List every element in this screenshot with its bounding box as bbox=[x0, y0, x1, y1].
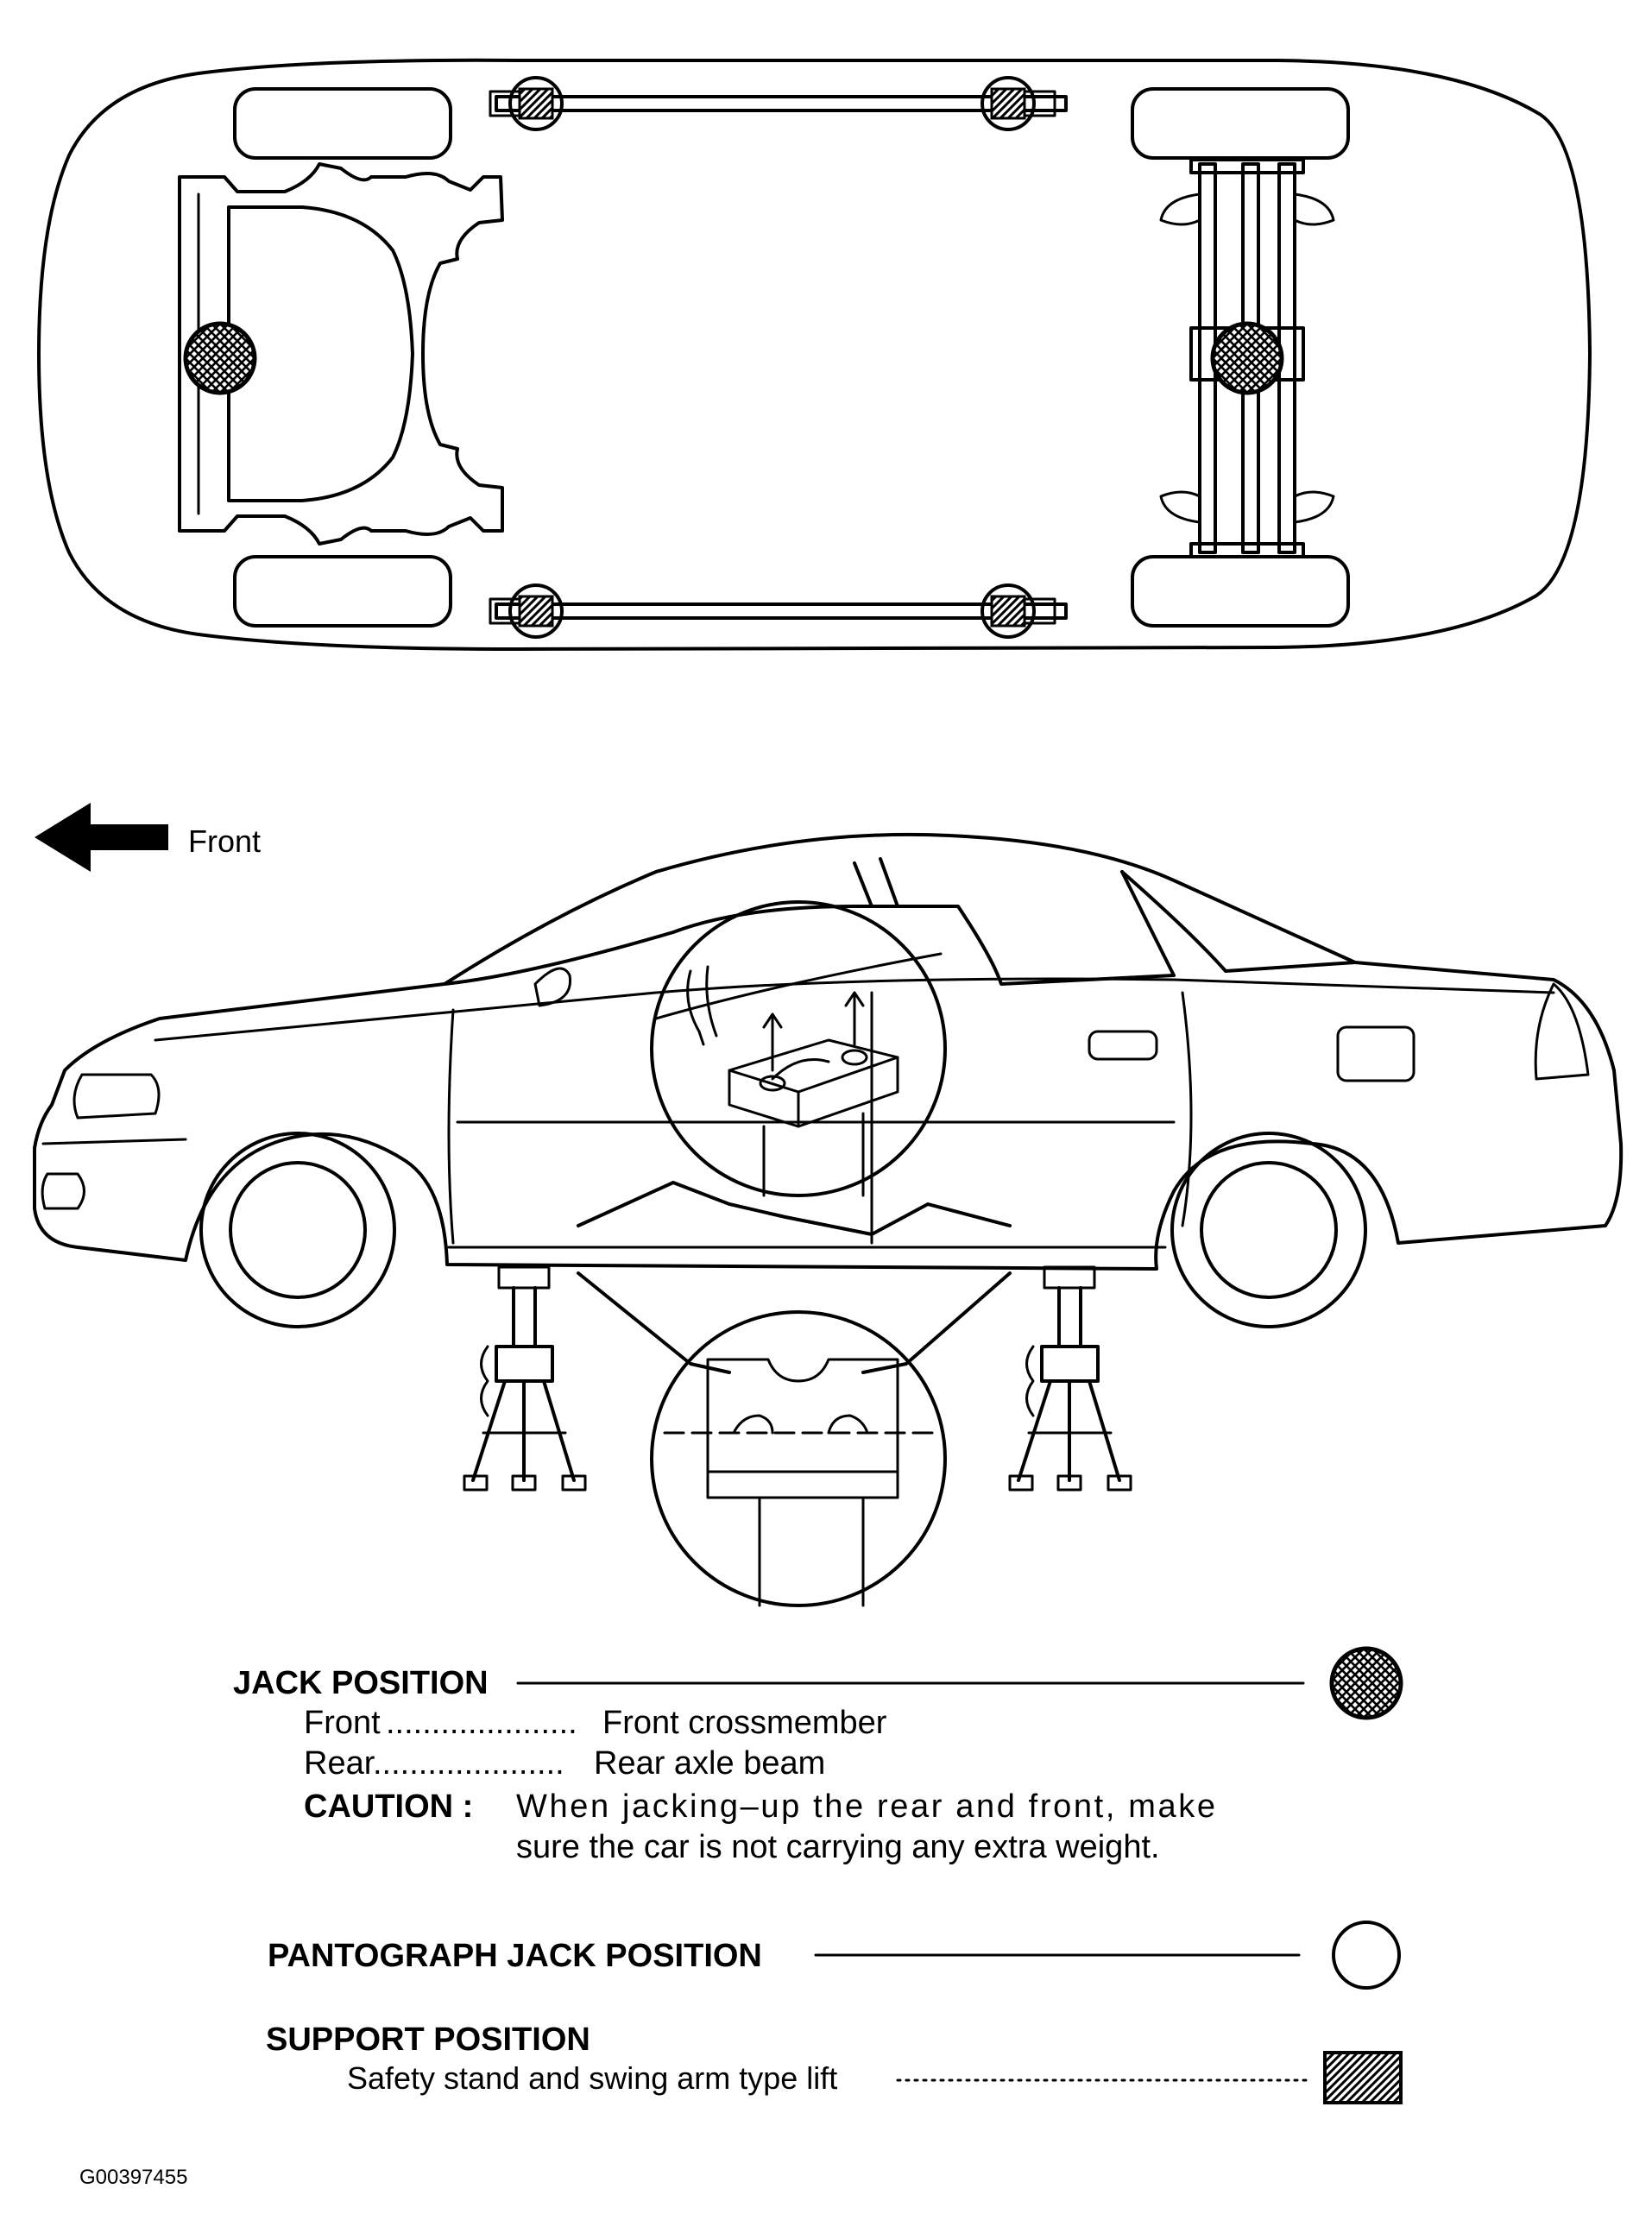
support-position-symbol bbox=[1323, 2051, 1403, 2104]
jack-rear-leader: ..................... bbox=[373, 1745, 564, 1782]
caution-label: CAUTION : bbox=[304, 1788, 473, 1825]
support-point-front-right bbox=[518, 595, 554, 628]
front-arrow-icon bbox=[35, 803, 168, 872]
safety-stand-rear bbox=[1008, 1265, 1132, 1492]
rear-wheel bbox=[1170, 1132, 1367, 1328]
support-point-rear-left bbox=[990, 87, 1026, 120]
jack-rear-label: Rear bbox=[304, 1745, 375, 1782]
pantograph-position-symbol bbox=[1332, 1921, 1401, 1990]
caution-line-1: When jacking–up the rear and front, make bbox=[516, 1788, 1215, 1825]
car-body-outline bbox=[33, 832, 1624, 1271]
jack-front-label: Front bbox=[304, 1705, 381, 1741]
jack-position-symbol bbox=[1329, 1646, 1403, 1720]
detail-support-close-up bbox=[577, 1271, 1012, 1607]
jack-front-value: Front crossmember bbox=[602, 1705, 887, 1741]
left-sill bbox=[489, 76, 1068, 131]
support-position-desc: Safety stand and swing arm type lift bbox=[347, 2060, 837, 2096]
figure-id: G00397455 bbox=[79, 2166, 187, 2189]
jack-front-leader: ..................... bbox=[386, 1705, 577, 1741]
underbody-top-view bbox=[37, 58, 1592, 651]
jack-rear-value: Rear axle beam bbox=[594, 1745, 825, 1782]
wheel-rear-left bbox=[1131, 87, 1350, 160]
support-point-rear-right bbox=[990, 595, 1026, 628]
wheel-front-left bbox=[233, 87, 452, 160]
jack-point-rear bbox=[1210, 321, 1284, 395]
safety-stand-front bbox=[463, 1265, 587, 1492]
detail-jack-pad-close-up bbox=[577, 900, 1012, 1236]
support-position-title: SUPPORT POSITION bbox=[266, 2022, 590, 2058]
pantograph-title: PANTOGRAPH JACK POSITION bbox=[268, 1938, 762, 1974]
jack-point-front bbox=[183, 321, 257, 395]
wheel-rear-right bbox=[1131, 555, 1350, 628]
front-direction-indicator: Front bbox=[35, 803, 261, 872]
body-outline bbox=[37, 58, 1592, 651]
support-point-front-left bbox=[518, 87, 554, 120]
jack-position-title: JACK POSITION bbox=[233, 1665, 489, 1701]
right-sill bbox=[489, 583, 1068, 639]
wheel-front-right bbox=[233, 555, 452, 628]
front-wheel bbox=[199, 1132, 396, 1328]
front-label: Front bbox=[188, 823, 261, 859]
legend: JACK POSITION Front ....................… bbox=[233, 1646, 1403, 2104]
caution-line-2: sure the car is not carrying any extra w… bbox=[516, 1829, 1160, 1865]
